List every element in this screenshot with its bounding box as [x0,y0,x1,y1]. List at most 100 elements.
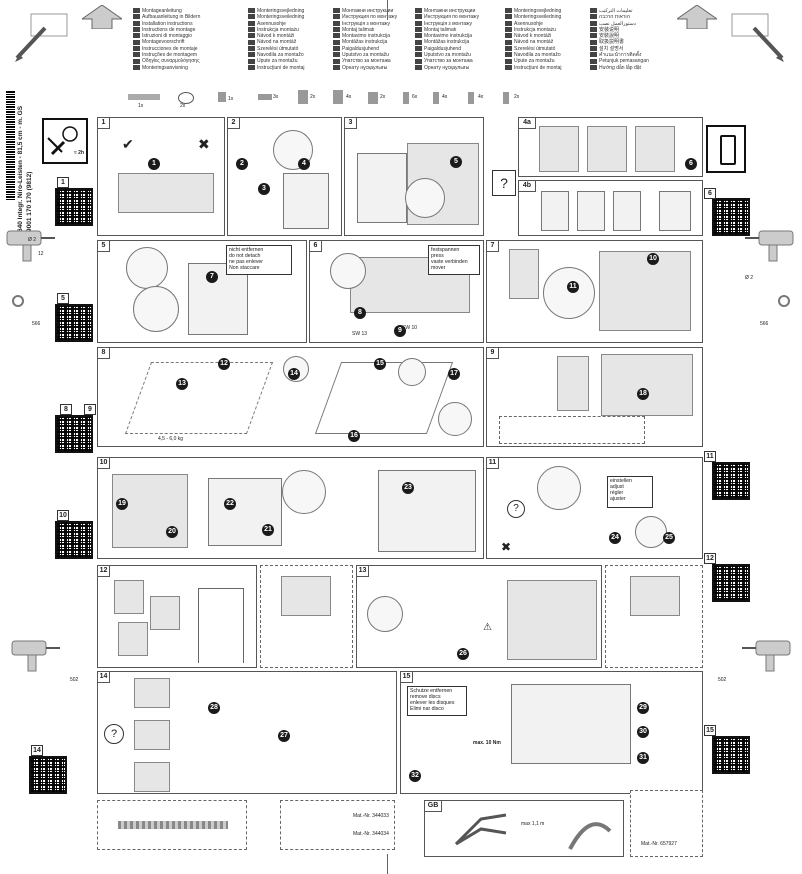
cabinet-box [114,580,144,614]
step-marker: 32 [409,770,421,782]
part-qty: 2x [310,94,316,100]
panel-1: 1 ✔ ✖ 1 [97,117,225,236]
panel-number: 9 [487,348,499,359]
time-label: ≈ 2h [74,150,84,156]
qr-code-10[interactable] [55,521,93,559]
part-icon [298,90,308,104]
help-question-icon: ? [104,724,124,744]
qr-code-1[interactable] [55,188,93,226]
door-panel [124,362,274,434]
step-marker: 8 [354,307,366,319]
cabinet-front [599,251,691,331]
panel-number: 12 [98,566,110,577]
dishwasher-rack [378,470,476,552]
step-marker: 14 [288,368,300,380]
step-marker: 12 [218,358,230,370]
step-marker: 9 [394,325,406,337]
variant-box [134,678,170,708]
dishwasher-open [208,478,282,546]
part-qty: 1x [138,103,144,109]
fastener-icon-left [12,295,24,307]
qr-label-11: 11 [704,451,716,462]
max-height-label: max 1,1 m [521,821,545,827]
qr-code-15[interactable] [712,736,750,774]
check-mark-icon: ✔ [122,136,134,152]
panel-number: 3 [345,118,357,129]
variant-box [134,720,170,750]
qr-code-14[interactable] [29,756,67,794]
step-marker: 6 [685,158,697,170]
d502-left: 502 [70,677,79,683]
qr-label-15: 15 [704,725,716,736]
step-marker: 15 [374,358,386,370]
drill-icon-right-bottom [742,635,792,675]
counter-cabinet [507,580,597,660]
panel-3: 3 5 [344,117,484,236]
drill-icon-left-bottom [10,635,60,675]
step-marker: 19 [116,498,128,510]
part-icon [128,94,160,100]
part-accessory: Mat.-Nr. 657927 [630,790,703,857]
pencil-sketch-right [728,10,784,62]
fastener-icon-right [778,295,790,307]
model-number: 9001 170 170 (9812) [26,171,33,232]
qr-code-5[interactable] [55,304,93,342]
qr-code-6[interactable] [712,198,750,236]
sw10-label: SW 10 [402,325,418,331]
panel-number: 6 [310,241,322,252]
part-qty: 3x [273,94,279,100]
detail-circle [635,516,667,548]
cabinet [509,249,539,299]
part-qty: 2x [380,94,386,100]
drain-hose-icon [565,811,615,851]
detail-circle [282,470,326,514]
part-icon [333,90,343,104]
dishwasher [283,173,329,229]
cabinet-front [601,354,693,416]
pliers-icon [451,809,511,849]
fold-mark [387,0,388,20]
hose-accessory [97,800,247,850]
part-icon [503,92,509,104]
cross-mark-icon: ✖ [198,136,210,152]
mat-nr-2: Mat.-Nr. 344034 [353,831,389,837]
mat-nr-1: Mat.-Nr. 344033 [353,813,389,819]
cabinet-front [112,474,188,548]
qr-code-11[interactable] [712,462,750,500]
step-marker: 26 [457,648,469,660]
profile-strip [281,576,331,616]
step-marker: 30 [637,726,649,738]
panel-number: 7 [487,241,499,252]
part-icon [258,94,272,100]
d502-right: 502 [718,677,727,683]
step-marker: 13 [176,378,188,390]
panel-number: 2 [228,118,240,129]
mat-nr-3: Mat.-Nr. 657927 [641,841,677,847]
panel-7: 7 10 11 [486,240,703,343]
step-marker: 3 [258,183,270,195]
part-icon [468,92,474,104]
part-icon [403,92,409,104]
qr-code-12[interactable] [712,564,750,602]
panel-number: 10 [98,458,110,469]
cabinet [587,126,627,172]
dishwasher [357,153,407,223]
language-list-4: تعليمات التركيب הוראות הרכבה دستورالعمل … [590,8,649,71]
drill-icon-right-top [745,225,795,265]
qr-label-9: 9 [84,404,96,415]
qr-code-8[interactable] [55,415,93,453]
dia-label-left: Ø 2 [28,237,37,243]
detail-circle [537,466,581,510]
step-marker: 25 [663,532,675,544]
dia-label-right: Ø 2 [745,275,754,281]
cabinet [635,126,675,172]
step-marker: 7 [206,271,218,283]
panel-number: 13 [357,566,369,577]
help-question-icon: ? [507,500,525,518]
dishwasher-back [511,684,631,764]
